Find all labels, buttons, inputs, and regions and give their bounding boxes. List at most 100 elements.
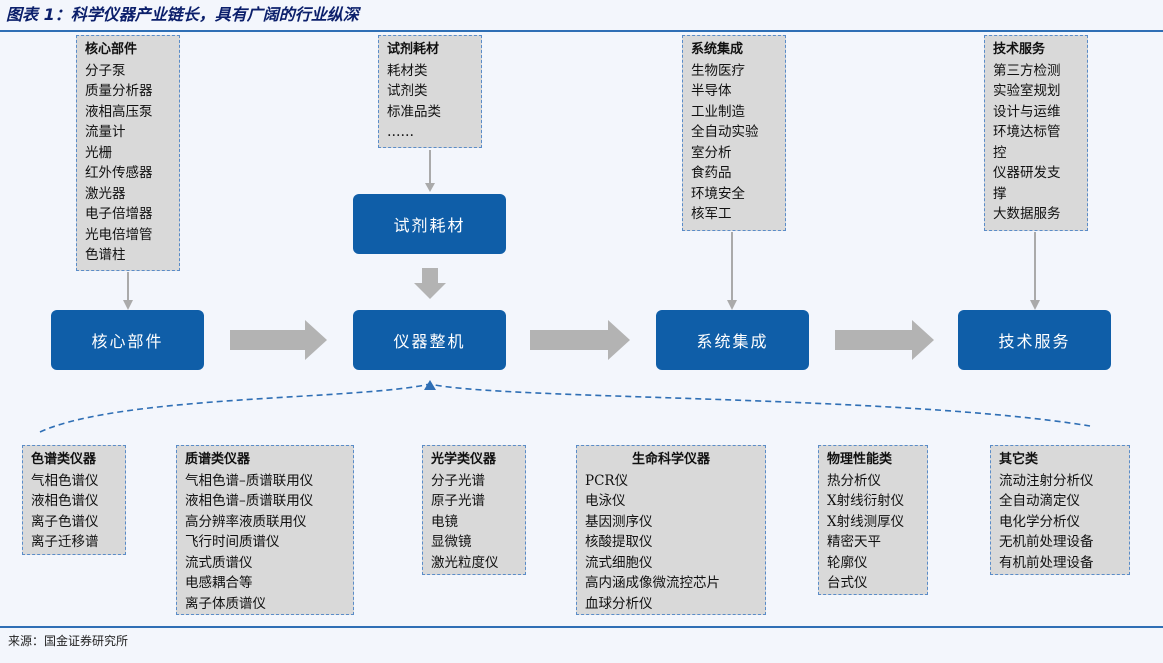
list-item: 红外传感器 [85, 165, 153, 181]
list-item: 流量计 [85, 124, 126, 140]
list-item: 分子光谱 [431, 472, 485, 489]
arrow-system-to-service [835, 320, 934, 360]
reagent-list-header: 试剂耗材 [387, 42, 440, 57]
list-item: 基因测序仪 [585, 513, 653, 530]
list-item: 撑 [993, 185, 1007, 202]
list-item: 原子光谱 [431, 493, 485, 509]
list-item: 设计与运维 [993, 103, 1061, 120]
list-item: 无机前处理设备 [999, 534, 1094, 550]
list-item: 耗材类 [387, 62, 428, 79]
list-item: 台式仪 [827, 575, 868, 591]
list-item: 电子倍增器 [85, 206, 153, 222]
list-item: 气相色谱仪 [31, 472, 99, 489]
list-item: 电泳仪 [585, 493, 626, 509]
list-item: 精密天平 [827, 534, 881, 550]
list-item: 液相色谱–质谱联用仪 [185, 493, 314, 509]
list-item: 生物医疗 [691, 62, 745, 79]
list-item: 大数据服务 [993, 206, 1061, 222]
list-item: …… [387, 124, 414, 140]
arrow-reagent-to-instrument [414, 268, 446, 299]
list-item: 激光粒度仪 [431, 554, 499, 571]
connector-core-head [123, 300, 133, 310]
list-item: 光电倍增管 [85, 226, 153, 243]
list-item: X射线衍射仪 [827, 493, 905, 509]
tech-service-header: 技术服务 [993, 42, 1046, 57]
category-mass-spec: 质谱类仪器 气相色谱–质谱联用仪 液相色谱–质谱联用仪 高分辨率液质联用仪 飞行… [176, 445, 354, 615]
list-item: 全自动实验 [691, 124, 759, 140]
category-physical: 物理性能类 热分析仪 X射线衍射仪 X射线测厚仪 精密天平 轮廓仪 台式仪 [818, 445, 928, 595]
connector-system-head [727, 300, 737, 310]
category-optical: 光学类仪器 分子光谱 原子光谱 电镜 显微镜 激光粒度仪 [422, 445, 526, 575]
category-chromatography: 色谱类仪器 气相色谱仪 液相色谱仪 离子色谱仪 离子迁移谱 [22, 445, 126, 555]
list-item: 电感耦合等 [185, 575, 253, 591]
reagent-list-box: 试剂耗材 耗材类 试剂类 标准品类 …… [378, 35, 482, 148]
list-item: 离子色谱仪 [31, 513, 99, 530]
connector-reagent-head [425, 183, 435, 192]
core-parts-box: 核心部件 分子泵 质量分析器 液相高压泵 流量计 光栅 红外传感器 激光器 电子… [76, 35, 180, 271]
list-item: 光栅 [85, 144, 112, 161]
category-header: 色谱类仪器 [31, 452, 97, 467]
system-integration-header: 系统集成 [691, 42, 744, 57]
list-item: 离子迁移谱 [31, 534, 99, 550]
list-item: 室分析 [691, 144, 732, 161]
list-item: 显微镜 [431, 534, 472, 550]
list-item: 激光器 [85, 185, 126, 202]
list-item: 食药品 [691, 165, 732, 181]
list-item: 控 [993, 144, 1007, 161]
category-bracket-tip [424, 380, 436, 390]
source-note: 来源：国金证券研究所 [8, 634, 129, 648]
chain-node-instrument: 仪器整机 [353, 310, 506, 370]
list-item: 飞行时间质谱仪 [185, 534, 280, 550]
category-header: 物理性能类 [827, 452, 893, 467]
list-item: 核军工 [691, 206, 732, 222]
list-item: 液相色谱仪 [31, 493, 99, 509]
list-item: 环境达标管 [993, 124, 1061, 140]
chain-node-system: 系统集成 [656, 310, 809, 370]
list-item: 高内涵成像微流控芯片 [585, 575, 720, 591]
list-item: 试剂类 [387, 83, 428, 99]
core-parts-header: 核心部件 [85, 42, 138, 57]
list-item: 核酸提取仪 [585, 534, 653, 550]
list-item: 液相高压泵 [85, 103, 153, 120]
list-item: 色谱柱 [85, 247, 126, 263]
category-bracket [39, 383, 1091, 433]
category-other: 其它类 流动注射分析仪 全自动滴定仪 电化学分析仪 无机前处理设备 有机前处理设… [990, 445, 1130, 575]
tech-service-box: 技术服务 第三方检测 实验室规划 设计与运维 环境达标管 控 仪器研发支 撑 大… [984, 35, 1088, 231]
reagent-node: 试剂耗材 [353, 194, 506, 254]
figure-title: 图表 1：科学仪器产业链长，具有广阔的行业纵深 [6, 5, 359, 24]
list-item: 离子体质谱仪 [185, 595, 266, 612]
list-item: 气相色谱–质谱联用仪 [185, 472, 314, 489]
category-header: 生命科学仪器 [631, 452, 710, 467]
list-item: 全自动滴定仪 [999, 493, 1080, 509]
category-life-science: 生命科学仪器 PCR仪 电泳仪 基因测序仪 核酸提取仪 流式细胞仪 高内涵成像微… [576, 445, 766, 615]
arrow-core-to-instrument [230, 320, 327, 360]
chain-node-core: 核心部件 [51, 310, 204, 370]
list-item: 工业制造 [691, 103, 745, 120]
arrow-instrument-to-system [530, 320, 630, 360]
system-integration-box: 系统集成 生物医疗 半导体 工业制造 全自动实验 室分析 食药品 环境安全 核军… [682, 35, 786, 231]
list-item: 质量分析器 [85, 83, 153, 99]
list-item: 实验室规划 [993, 83, 1061, 99]
list-item: 第三方检测 [993, 62, 1061, 79]
list-item: 分子泵 [85, 62, 126, 79]
connector-service-head [1030, 300, 1040, 310]
top-divider [0, 30, 1163, 32]
category-header: 光学类仪器 [431, 452, 497, 467]
list-item: 环境安全 [691, 185, 745, 202]
list-item: 仪器研发支 [993, 165, 1061, 181]
category-header: 其它类 [999, 452, 1039, 467]
list-item: X射线测厚仪 [827, 513, 905, 530]
list-item: 高分辨率液质联用仪 [185, 513, 307, 530]
bottom-divider [0, 626, 1163, 628]
list-item: 流式质谱仪 [185, 554, 253, 571]
category-header: 质谱类仪器 [185, 452, 251, 467]
chain-node-service: 技术服务 [958, 310, 1111, 370]
list-item: 流式细胞仪 [585, 554, 653, 571]
list-item: 流动注射分析仪 [999, 472, 1094, 489]
list-item: 血球分析仪 [585, 595, 653, 612]
list-item: 半导体 [691, 83, 732, 99]
list-item: PCR仪 [585, 472, 629, 489]
list-item: 电化学分析仪 [999, 513, 1080, 530]
list-item: 轮廓仪 [827, 554, 868, 571]
